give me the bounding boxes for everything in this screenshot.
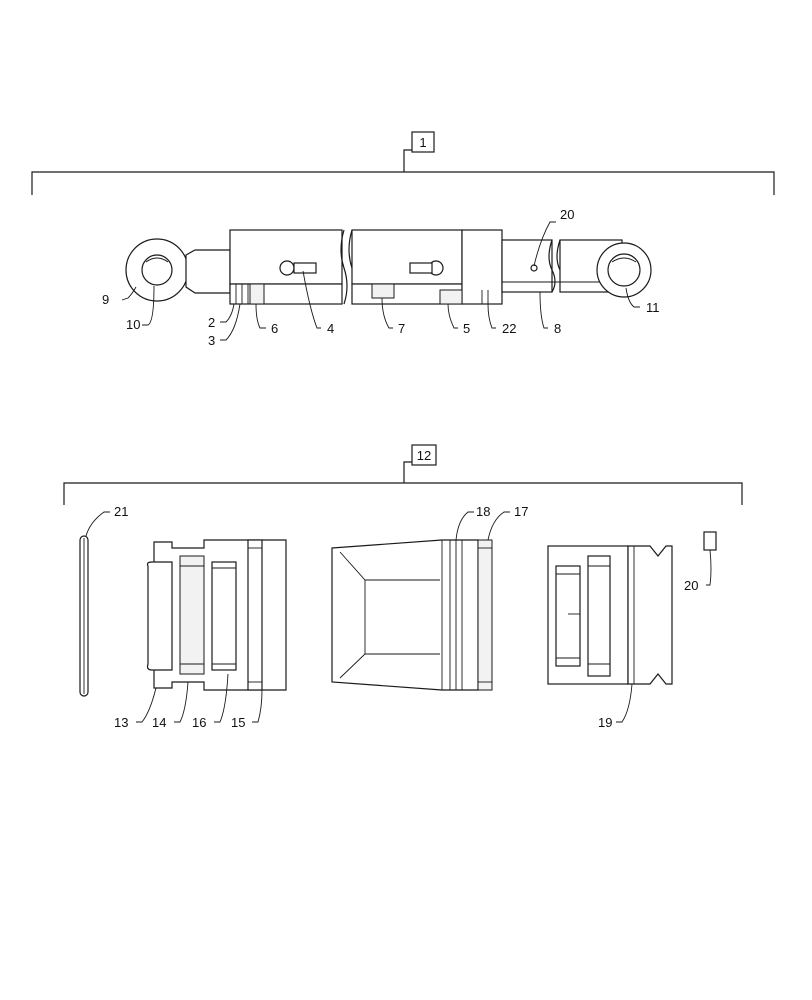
callout-10: 10 — [126, 317, 140, 332]
grease-fitting-part-20 — [703, 531, 717, 551]
piston-seal-set — [146, 539, 287, 691]
o-ring-21 — [79, 535, 89, 697]
callout-16: 16 — [192, 715, 206, 730]
callout-13: 13 — [114, 715, 128, 730]
callout-3: 3 — [208, 333, 215, 348]
callout-18: 18 — [476, 504, 490, 519]
callout-7: 7 — [398, 321, 405, 336]
callout-17: 17 — [514, 504, 528, 519]
callout-15: 15 — [231, 715, 245, 730]
assembly-1-label: 1 — [419, 135, 426, 150]
assembly-1-leaders — [121, 221, 640, 341]
callout-20-kit: 20 — [684, 578, 698, 593]
bushing-right — [607, 253, 641, 287]
callout-22: 22 — [502, 321, 516, 336]
callout-21: 21 — [114, 504, 128, 519]
callout-20-top: 20 — [560, 207, 574, 222]
callout-19: 19 — [598, 715, 612, 730]
callout-8: 8 — [554, 321, 561, 336]
callout-11: 11 — [646, 300, 660, 315]
head-seal-set — [547, 545, 673, 685]
gland-seal-set — [331, 539, 493, 691]
callout-6: 6 — [271, 321, 278, 336]
callout-2: 2 — [208, 315, 215, 330]
callout-14: 14 — [152, 715, 166, 730]
assembly-12-bracket: 12 — [63, 444, 743, 505]
assembly-1-callouts: 9 10 11 2 3 6 4 7 5 22 8 20 — [102, 207, 660, 348]
port-left-icon — [279, 260, 295, 276]
assembly-1-bracket: 1 — [31, 131, 775, 195]
assembly-12-label: 12 — [417, 448, 431, 463]
callout-9: 9 — [102, 292, 109, 307]
cylinder-assembly — [125, 229, 652, 305]
bushing-left — [141, 254, 173, 286]
assembly-12-leaders — [85, 511, 712, 723]
callout-4: 4 — [327, 321, 334, 336]
callout-5: 5 — [463, 321, 470, 336]
assembly-12-callouts: 21 13 14 16 15 18 17 19 20 — [114, 504, 698, 730]
